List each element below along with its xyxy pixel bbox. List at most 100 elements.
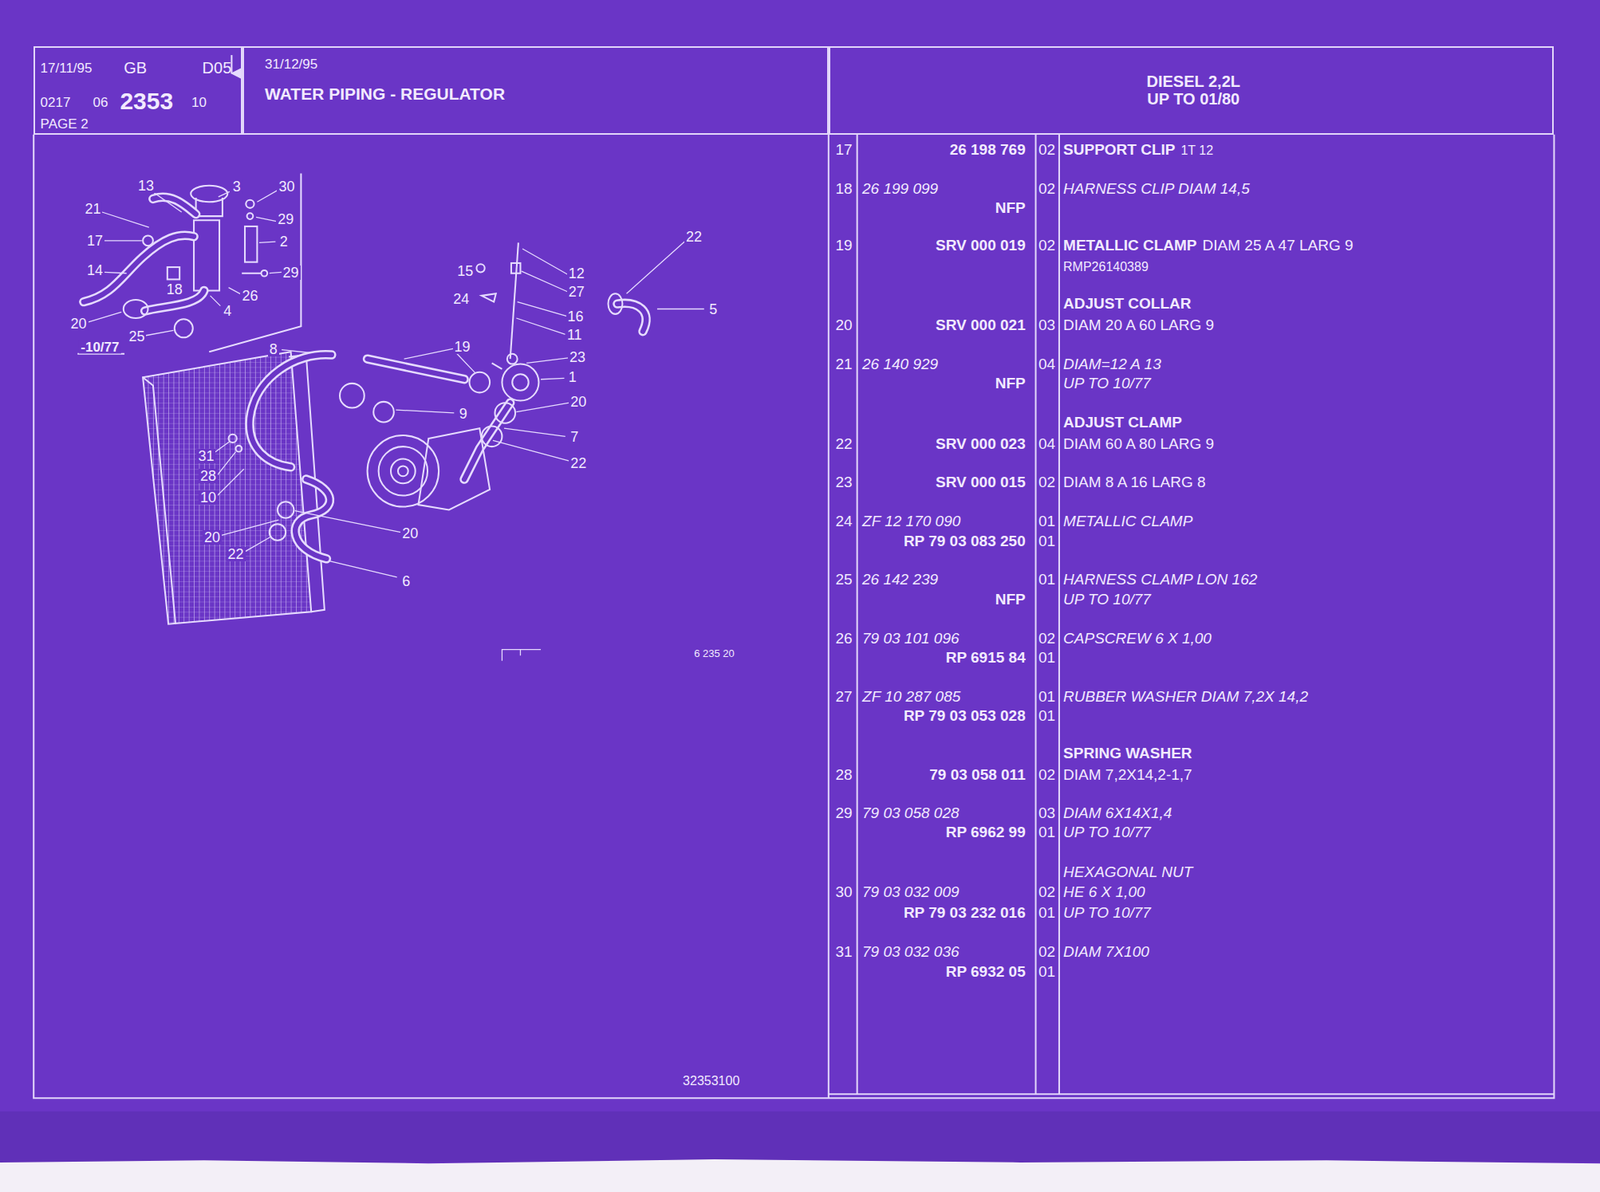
callout-number: 15 (455, 264, 475, 279)
header-engine-box: DIESEL 2,2L UP TO 01/80 (828, 46, 1555, 135)
callout-number: 20 (568, 394, 588, 410)
table-cell: DIAM 60 A 80 LARG 9 (1063, 435, 1214, 453)
table-cell: 23 (835, 474, 852, 492)
callout-number: 9 (457, 406, 469, 422)
header-text: 17/11/95 (40, 61, 93, 77)
callout-number: 20 (400, 526, 420, 541)
bracket-mark (501, 650, 541, 662)
callout-number: -10/77 (78, 339, 121, 354)
table-cell: 26 199 099 (862, 180, 938, 198)
table-cell: DIAM 7X100 (1063, 943, 1150, 961)
callout-number: 27 (567, 284, 587, 300)
callout-number: 22 (684, 229, 704, 245)
table-cell: 26 140 929 (862, 355, 938, 373)
regulator (492, 242, 540, 401)
table-cell: RP 79 03 053 028 (903, 708, 1026, 726)
table-cell: DIAM=12 A 13 (1063, 355, 1162, 373)
table-cell: SPRING WASHER (1063, 745, 1193, 763)
table-cell: 1T 12 (1180, 144, 1214, 159)
table-cell: 01 (1038, 688, 1056, 706)
table-cell: UP TO 10/77 (1063, 905, 1151, 923)
table-cell: 01 (1038, 964, 1056, 982)
table-cell: 02 (1038, 237, 1056, 255)
table-cell: DIAM 20 A 60 LARG 9 (1063, 317, 1214, 335)
callout-number: 11 (565, 327, 584, 343)
callout-number: 20 (202, 530, 222, 545)
table-cell: 02 (1038, 141, 1056, 159)
table-cell: 79 03 101 096 (862, 630, 960, 647)
film-margin (0, 1159, 1600, 1192)
callout-number: 5 (707, 302, 719, 317)
table-cell: SRV 000 015 (935, 474, 1026, 492)
header-text: 0217 (40, 94, 71, 111)
table-cell: ADJUST COLLAR (1063, 295, 1191, 313)
table-cell: 22 (835, 435, 852, 453)
callout-number: 21 (82, 201, 103, 217)
table-cell: 27 (835, 688, 852, 706)
hoses (249, 293, 647, 560)
callout-number: 29 (281, 265, 301, 280)
callout-number: 30 (276, 179, 296, 194)
table-cell: 02 (1038, 943, 1056, 961)
callout-number: 24 (451, 291, 471, 307)
table-cell: HARNESS CLAMP LON 162 (1063, 571, 1258, 588)
radiator (142, 351, 325, 624)
callout-number: 3 (231, 179, 243, 194)
table-cell: CAPSCREW 6 X 1,00 (1063, 630, 1212, 647)
table-cell: 29 (835, 804, 852, 822)
water-pump (367, 428, 491, 510)
table-cell: 28 (835, 767, 852, 785)
table-cell: 79 03 032 036 (862, 943, 960, 961)
header-text: PAGE 2 (40, 116, 89, 132)
table-cell: 30 (835, 884, 852, 902)
callout-number: 20 (68, 316, 88, 332)
table-cell: UP TO 10/77 (1063, 375, 1151, 393)
reference-code: 6 235 20 (693, 648, 735, 660)
table-cell: 01 (1038, 823, 1056, 841)
table-cell: 25 (835, 571, 852, 588)
film-edge (0, 1111, 1600, 1163)
table-cell: RP 79 03 083 250 (903, 533, 1026, 551)
table-cell: RP 6962 99 (945, 823, 1026, 841)
table-cell: 04 (1038, 435, 1056, 453)
table-cell: HEXAGONAL NUT (1063, 863, 1193, 881)
table-cell: 79 03 032 009 (862, 884, 960, 902)
table-cell: 21 (835, 355, 852, 373)
callout-number: 17 (85, 233, 105, 249)
callout-number: 22 (226, 547, 246, 562)
table-cell: 26 198 769 (949, 141, 1026, 159)
table-cell: UP TO 10/77 (1063, 823, 1151, 841)
callout-number: 25 (126, 329, 146, 344)
table-cell: 18 (835, 180, 852, 198)
clips (228, 264, 516, 541)
callout-number: 4 (221, 303, 233, 319)
table-cell: SUPPORT CLIP (1063, 141, 1175, 159)
table-cell: RUBBER WASHER DIAM 7,2X 14,2 (1063, 688, 1309, 706)
table-cell: SRV 000 021 (935, 317, 1026, 335)
table-cell: 26 142 239 (862, 571, 938, 588)
table-cell: METALLIC CLAMP (1063, 237, 1197, 255)
callout-number: 19 (453, 339, 473, 355)
table-cell: 17 (835, 141, 852, 159)
table-cell: 26 (835, 630, 852, 647)
callout-number: 1 (567, 370, 579, 385)
table-cell: RP 6932 05 (945, 964, 1026, 982)
callout-number: 23 (567, 350, 588, 365)
table-cell: SRV 000 023 (935, 435, 1026, 453)
table-cell: RP 6915 84 (945, 650, 1026, 667)
table-cell: 02 (1038, 767, 1056, 785)
table-cell: 02 (1038, 180, 1056, 198)
table-cell: 04 (1038, 355, 1056, 373)
header-text: GB (123, 59, 147, 77)
callout-number: 22 (568, 456, 588, 471)
table-frame (33, 134, 1554, 1100)
table-cell: 02 (1038, 474, 1056, 492)
callout-number: 16 (566, 309, 586, 324)
table-cell: METALLIC CLAMP (1063, 512, 1193, 530)
table-cell: NFP (995, 591, 1026, 609)
table-cell: 01 (1038, 512, 1056, 530)
table-cell: ZF 12 170 090 (862, 512, 961, 530)
table-cell: DIAM 7,2X14,2-1,7 (1063, 767, 1193, 785)
table-cell: 24 (835, 512, 852, 530)
